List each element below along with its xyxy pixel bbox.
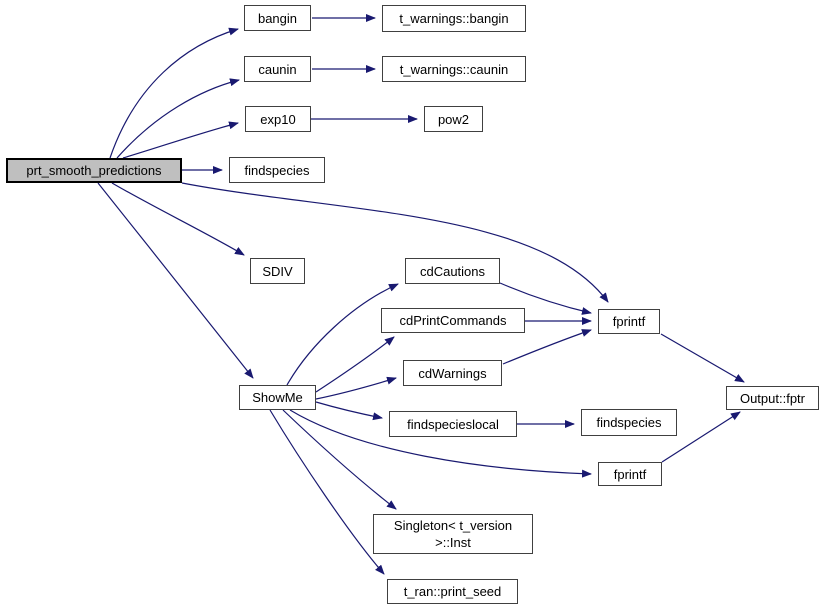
node-cdwarnings[interactable]: cdWarnings [403, 360, 502, 386]
node-sdiv[interactable]: SDIV [250, 258, 305, 284]
edge-showme-to-findspecieslocal [315, 401, 383, 421]
node-caunin[interactable]: caunin [244, 56, 311, 82]
edge-prt-to-sdiv [111, 182, 245, 256]
node-prt-smooth-predictions: prt_smooth_predictions [6, 158, 182, 183]
edge-fprintf-bottom-to-output-fptr [661, 411, 741, 463]
node-t-warnings-bangin-label: t_warnings::bangin [399, 11, 509, 26]
node-cdcautions-label: cdCautions [419, 263, 486, 279]
node-findspecieslocal-label: findspecieslocal [407, 416, 499, 432]
edge-showme-to-cdwarnings [315, 376, 397, 400]
node-singleton-inst[interactable]: Singleton< t_version >::Inst [373, 514, 533, 554]
node-findspecies-bottom[interactable]: findspecies [581, 409, 677, 436]
node-prt-smooth-predictions-label: prt_smooth_predictions [26, 163, 162, 178]
node-bangin[interactable]: bangin [244, 5, 311, 31]
node-output-fptr[interactable]: Output::fptr [726, 386, 819, 410]
node-singleton-inst-label-line2: >::Inst [435, 535, 471, 550]
node-sdiv-label: SDIV [262, 263, 293, 279]
node-findspecies-top-label: findspecies [244, 162, 310, 178]
edge-prt-to-fprintf [181, 182, 609, 303]
edge-fprintf-top-to-output-fptr [660, 333, 745, 383]
edge-cdcautions-to-fprintf [499, 282, 592, 315]
node-t-warnings-bangin[interactable]: t_warnings::bangin [382, 5, 526, 32]
edge-prt-to-exp10 [122, 121, 239, 159]
node-cdwarnings-label: cdWarnings [418, 365, 487, 381]
node-exp10[interactable]: exp10 [245, 106, 311, 132]
edge-showme-to-cdprintcommands [315, 336, 395, 393]
node-findspecies-bottom-label: findspecies [596, 415, 662, 430]
node-t-warnings-caunin[interactable]: t_warnings::caunin [382, 56, 526, 82]
node-cdprintcommands[interactable]: cdPrintCommands [381, 308, 525, 333]
edge-prt-to-caunin [116, 78, 240, 159]
node-findspecieslocal[interactable]: findspecieslocal [389, 411, 517, 437]
edge-showme-to-singleton-inst [282, 409, 397, 510]
node-fprintf-bottom[interactable]: fprintf [598, 462, 662, 486]
node-cdprintcommands-label: cdPrintCommands [399, 313, 507, 328]
node-bangin-label: bangin [257, 10, 298, 26]
node-t-ran-print-seed-label: t_ran::print_seed [403, 584, 502, 599]
node-showme[interactable]: ShowMe [239, 385, 316, 410]
node-findspecies-top[interactable]: findspecies [229, 157, 325, 183]
node-caunin-label: caunin [258, 61, 297, 77]
edge-prt-to-showme [97, 182, 254, 379]
node-exp10-label: exp10 [260, 111, 296, 127]
node-fprintf-top[interactable]: fprintf [598, 309, 660, 334]
node-pow2-label: pow2 [437, 111, 470, 127]
edge-showme-to-tran-print-seed [269, 409, 385, 575]
edge-showme-to-fprintf-bottom [289, 409, 592, 478]
edge-showme-to-cdcautions [286, 283, 399, 386]
node-singleton-inst-label-line1: Singleton< t_version [393, 518, 513, 533]
edge-cdwarnings-to-fprintf [502, 329, 592, 365]
node-showme-label: ShowMe [252, 390, 303, 405]
node-cdcautions[interactable]: cdCautions [405, 258, 500, 284]
node-pow2[interactable]: pow2 [424, 106, 483, 132]
node-fprintf-top-label: fprintf [612, 314, 646, 329]
edge-prt-to-bangin [109, 27, 239, 159]
node-t-ran-print-seed[interactable]: t_ran::print_seed [387, 579, 518, 604]
node-t-warnings-caunin-label: t_warnings::caunin [399, 61, 509, 77]
node-fprintf-bottom-label: fprintf [613, 466, 647, 482]
node-output-fptr-label: Output::fptr [739, 390, 806, 406]
